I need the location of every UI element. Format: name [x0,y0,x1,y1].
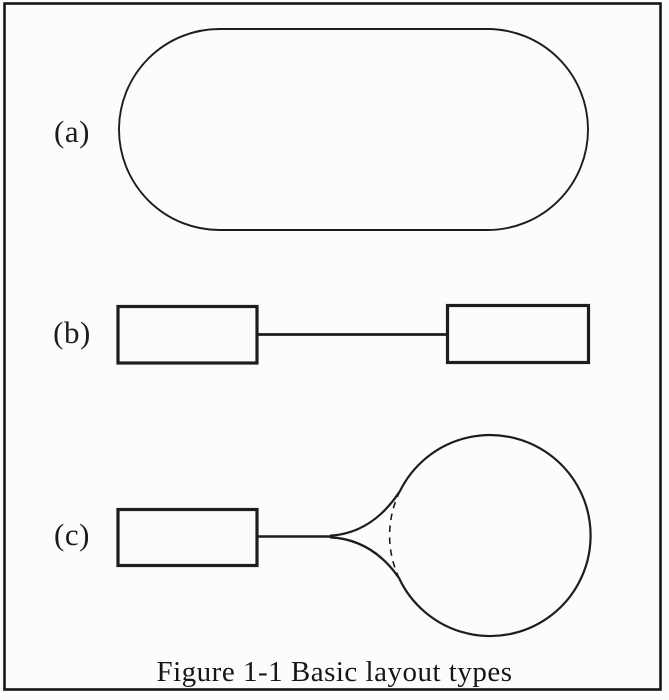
panel-c-label: (c) [54,517,90,552]
figure-border [3,2,662,691]
panel-c-funnel-upper-curve [329,490,401,537]
panel-b-left-rectangle [116,304,259,365]
panel-c-funnel-lower-curve [329,536,400,579]
panel-a-label: (a) [54,114,90,149]
panel-c-circle-outline [398,433,592,638]
panel-b-right-rectangle [445,303,591,365]
panel-b-label: (b) [53,315,91,350]
stadium-shape [118,28,589,231]
figure-caption: Figure 1-1 Basic layout types [156,656,513,688]
panel-c-rectangle [116,507,259,568]
